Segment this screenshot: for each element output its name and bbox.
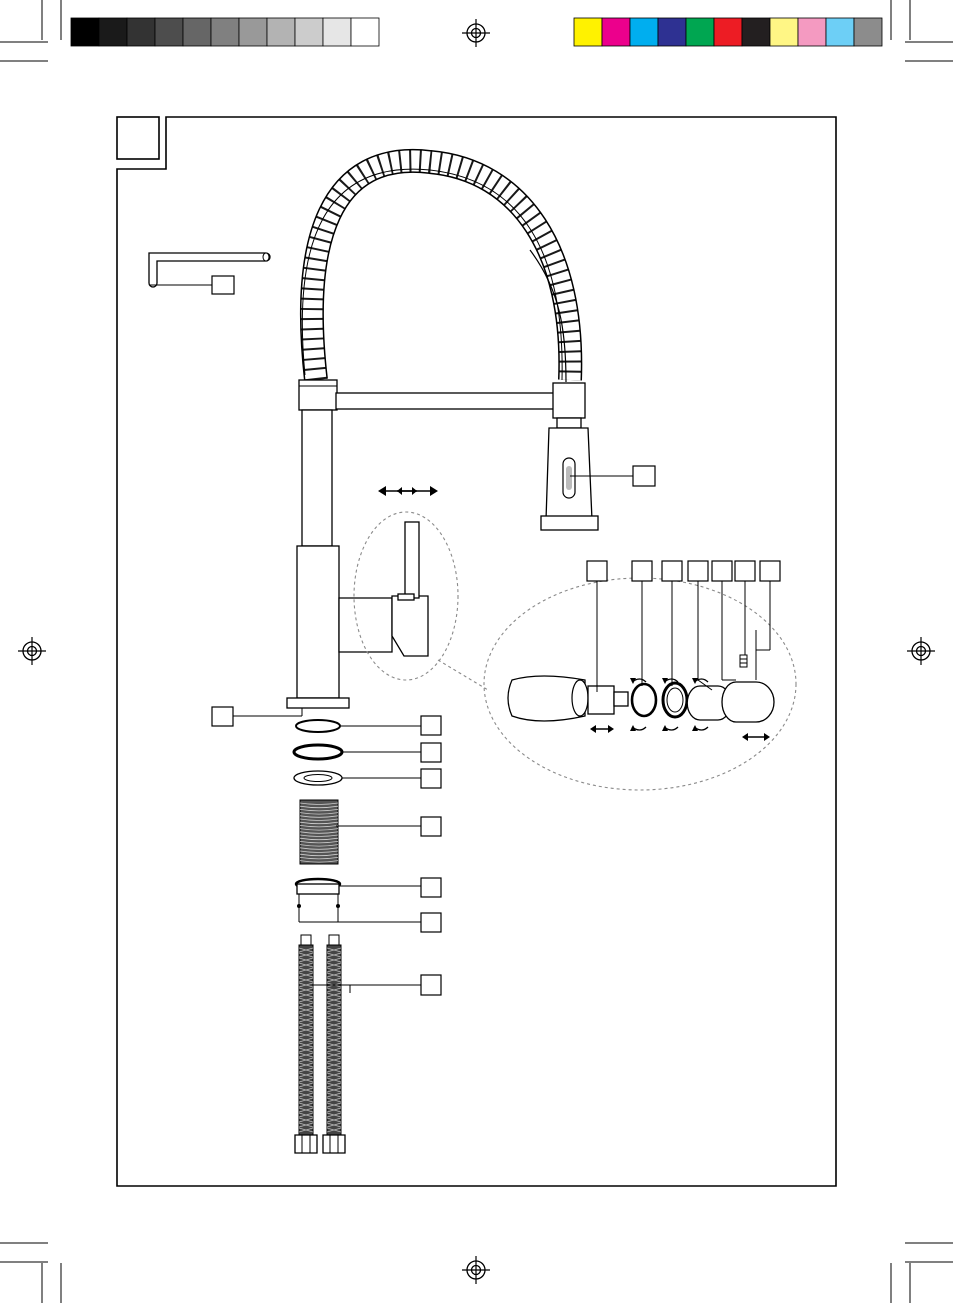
rotate-arrow-icon (692, 725, 709, 731)
rotate-arrow-icon (692, 678, 709, 684)
fixing-screws (297, 894, 421, 923)
label-box-grub-screw (734, 560, 756, 582)
registration-mark-icon (17, 636, 47, 666)
color-swatch (629, 17, 659, 47)
color-swatch (657, 17, 687, 47)
color-swatch (685, 17, 715, 47)
color-swatch (601, 17, 631, 47)
allen-key (148, 252, 271, 288)
color-swatch (126, 17, 156, 47)
label-box-cartridge (586, 560, 608, 582)
sealing-ring-c (293, 770, 421, 786)
color-swatch (769, 17, 799, 47)
spring-hose (299, 148, 583, 382)
color-swatch (210, 17, 240, 47)
double-arrow-icon (378, 486, 438, 496)
color-swatch (741, 17, 771, 47)
label-box-ring-b (420, 742, 442, 763)
label-box-nut-1 (631, 560, 653, 582)
label-box-cover-2 (711, 560, 733, 582)
color-swatch (266, 17, 296, 47)
cartridge-exploded-view (507, 654, 775, 723)
sealing-ring-b (292, 743, 421, 761)
color-swatch (154, 17, 184, 47)
label-box-handle (759, 560, 781, 582)
supply-hoses (294, 934, 421, 1154)
faucet-body (286, 379, 555, 709)
label-box-spray-button (632, 465, 656, 487)
color-swatch (853, 17, 883, 47)
cartridge-leader-lines (596, 580, 771, 692)
label-box-base (211, 706, 234, 727)
detail-callout-large (483, 577, 797, 791)
mounting-nut (294, 877, 421, 895)
detail-callout-small (353, 511, 459, 681)
color-swatch (322, 17, 352, 47)
figure-number-box (116, 116, 160, 160)
sealing-ring-a (295, 719, 421, 733)
label-box-ring-c (420, 768, 442, 789)
label-box-threaded-rod (420, 816, 442, 837)
color-swatch (797, 17, 827, 47)
label-box-cover-1 (687, 560, 709, 582)
color-swatch (98, 17, 128, 47)
color-swatch (713, 17, 743, 47)
color-swatch (350, 17, 380, 47)
grayscale-control-bar (70, 17, 380, 47)
label-box-ring-a (420, 715, 442, 736)
label-box-screws (420, 912, 442, 933)
pull-out-hose (529, 249, 567, 383)
spray-head (540, 382, 633, 531)
registration-mark-icon (461, 1255, 491, 1285)
figure-frame (116, 116, 837, 1187)
rotate-arrow-icon (630, 678, 647, 684)
color-swatch (825, 17, 855, 47)
rotate-arrow-icon (630, 725, 647, 731)
color-control-bar (573, 17, 883, 47)
label-box-nut-2 (661, 560, 683, 582)
color-swatch (573, 17, 603, 47)
label-box-allen-key (211, 275, 235, 295)
double-arrow-icon (742, 733, 770, 741)
registration-mark-icon (906, 636, 936, 666)
color-swatch (294, 17, 324, 47)
color-swatch (182, 17, 212, 47)
double-arrow-icon (590, 725, 614, 733)
rotate-arrow-icon (662, 725, 679, 731)
threaded-rod (299, 799, 421, 865)
color-swatch (238, 17, 268, 47)
color-swatch (70, 17, 100, 47)
registration-mark-icon (461, 18, 491, 48)
label-box-supply-hoses (420, 974, 442, 996)
detail-callout-connector (437, 659, 489, 691)
rotate-arrow-icon (662, 678, 679, 684)
label-box-mounting-nut (420, 877, 442, 898)
